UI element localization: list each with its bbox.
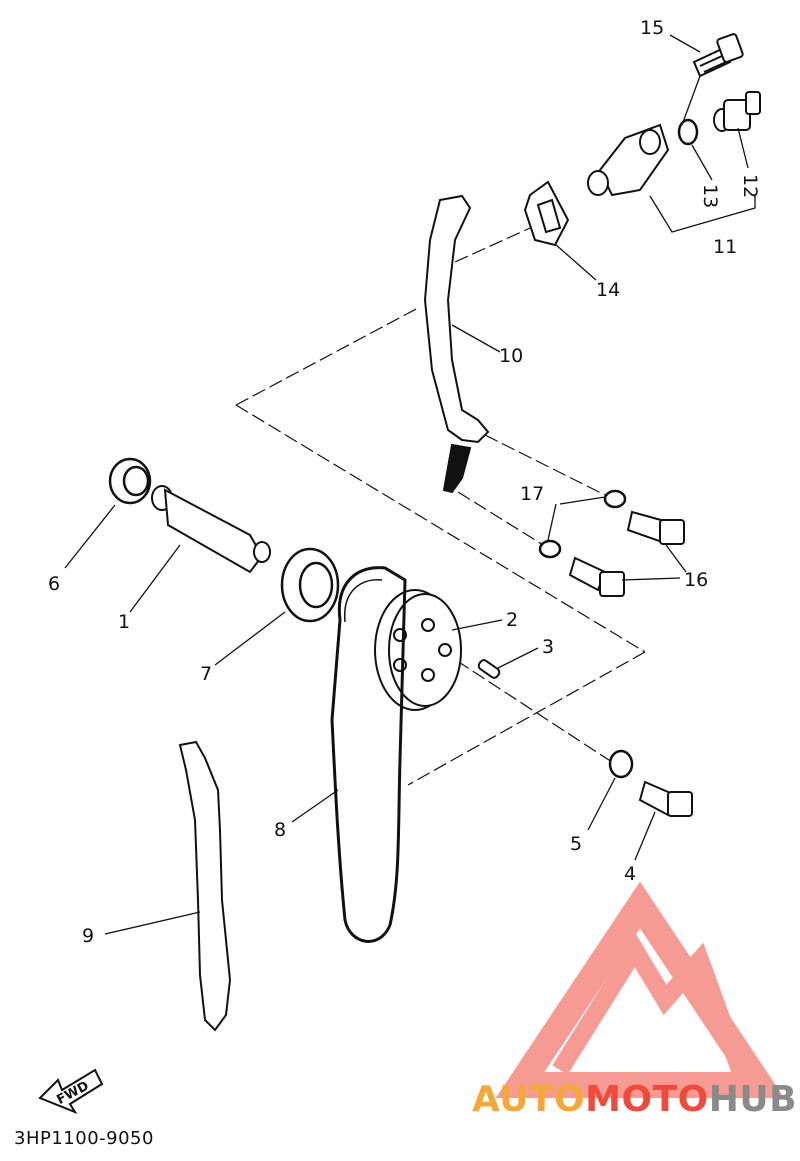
leader-lines [64,34,756,935]
watermark-logo-icon [495,881,785,1098]
callout-3: 3 [542,636,554,658]
gasket-14-icon [523,180,570,247]
bolt-16a-icon [626,510,685,545]
cam-chain-8-icon [330,566,407,943]
cap-bolt-12-icon [713,91,761,132]
watermark-brand-text: AUTOMOTOHUB [472,1079,797,1120]
callout-5: 5 [570,833,582,855]
callout-labels: 1 2 3 4 5 6 7 8 9 10 11 12 13 14 15 16 1… [48,17,761,947]
callout-16: 16 [684,569,708,591]
washer-17a-icon [603,489,627,509]
gasket-13-icon [677,118,699,146]
callout-9: 9 [82,925,94,947]
callout-13: 13 [699,184,721,208]
part-code: 3HP1100-9050 [14,1128,154,1149]
callout-4: 4 [624,863,636,885]
callout-11: 11 [713,236,737,258]
assembly-outline [235,227,646,786]
pin-3-icon [477,659,501,679]
callout-17: 17 [520,483,544,505]
svg-text:AUTOMOTOHUB: AUTOMOTOHUB [472,1079,797,1120]
callout-6: 6 [48,573,60,595]
callout-1: 1 [118,611,130,633]
bolt-15-icon [692,33,744,78]
callout-12: 12 [739,174,761,198]
bearing-7-icon [280,547,340,623]
fwd-arrow-icon: FWD [38,1068,104,1115]
bolt-16b-icon [568,556,625,597]
tensioner-11-icon [587,123,670,197]
washer-5-icon [608,749,634,779]
camshaft-1-icon [151,485,271,574]
sprocket-2-icon [374,589,462,711]
washer-17b-icon [538,539,562,559]
callout-7: 7 [200,663,212,685]
chain-guide-10-icon [423,194,490,494]
callout-15: 15 [640,17,664,39]
callout-10: 10 [499,345,523,367]
callout-2: 2 [506,609,518,631]
callout-8: 8 [274,819,286,841]
bolt-4-icon [638,780,693,817]
chain-guide-9-icon [178,740,232,1032]
callout-14: 14 [596,279,620,301]
bearing-6-icon [108,457,152,505]
